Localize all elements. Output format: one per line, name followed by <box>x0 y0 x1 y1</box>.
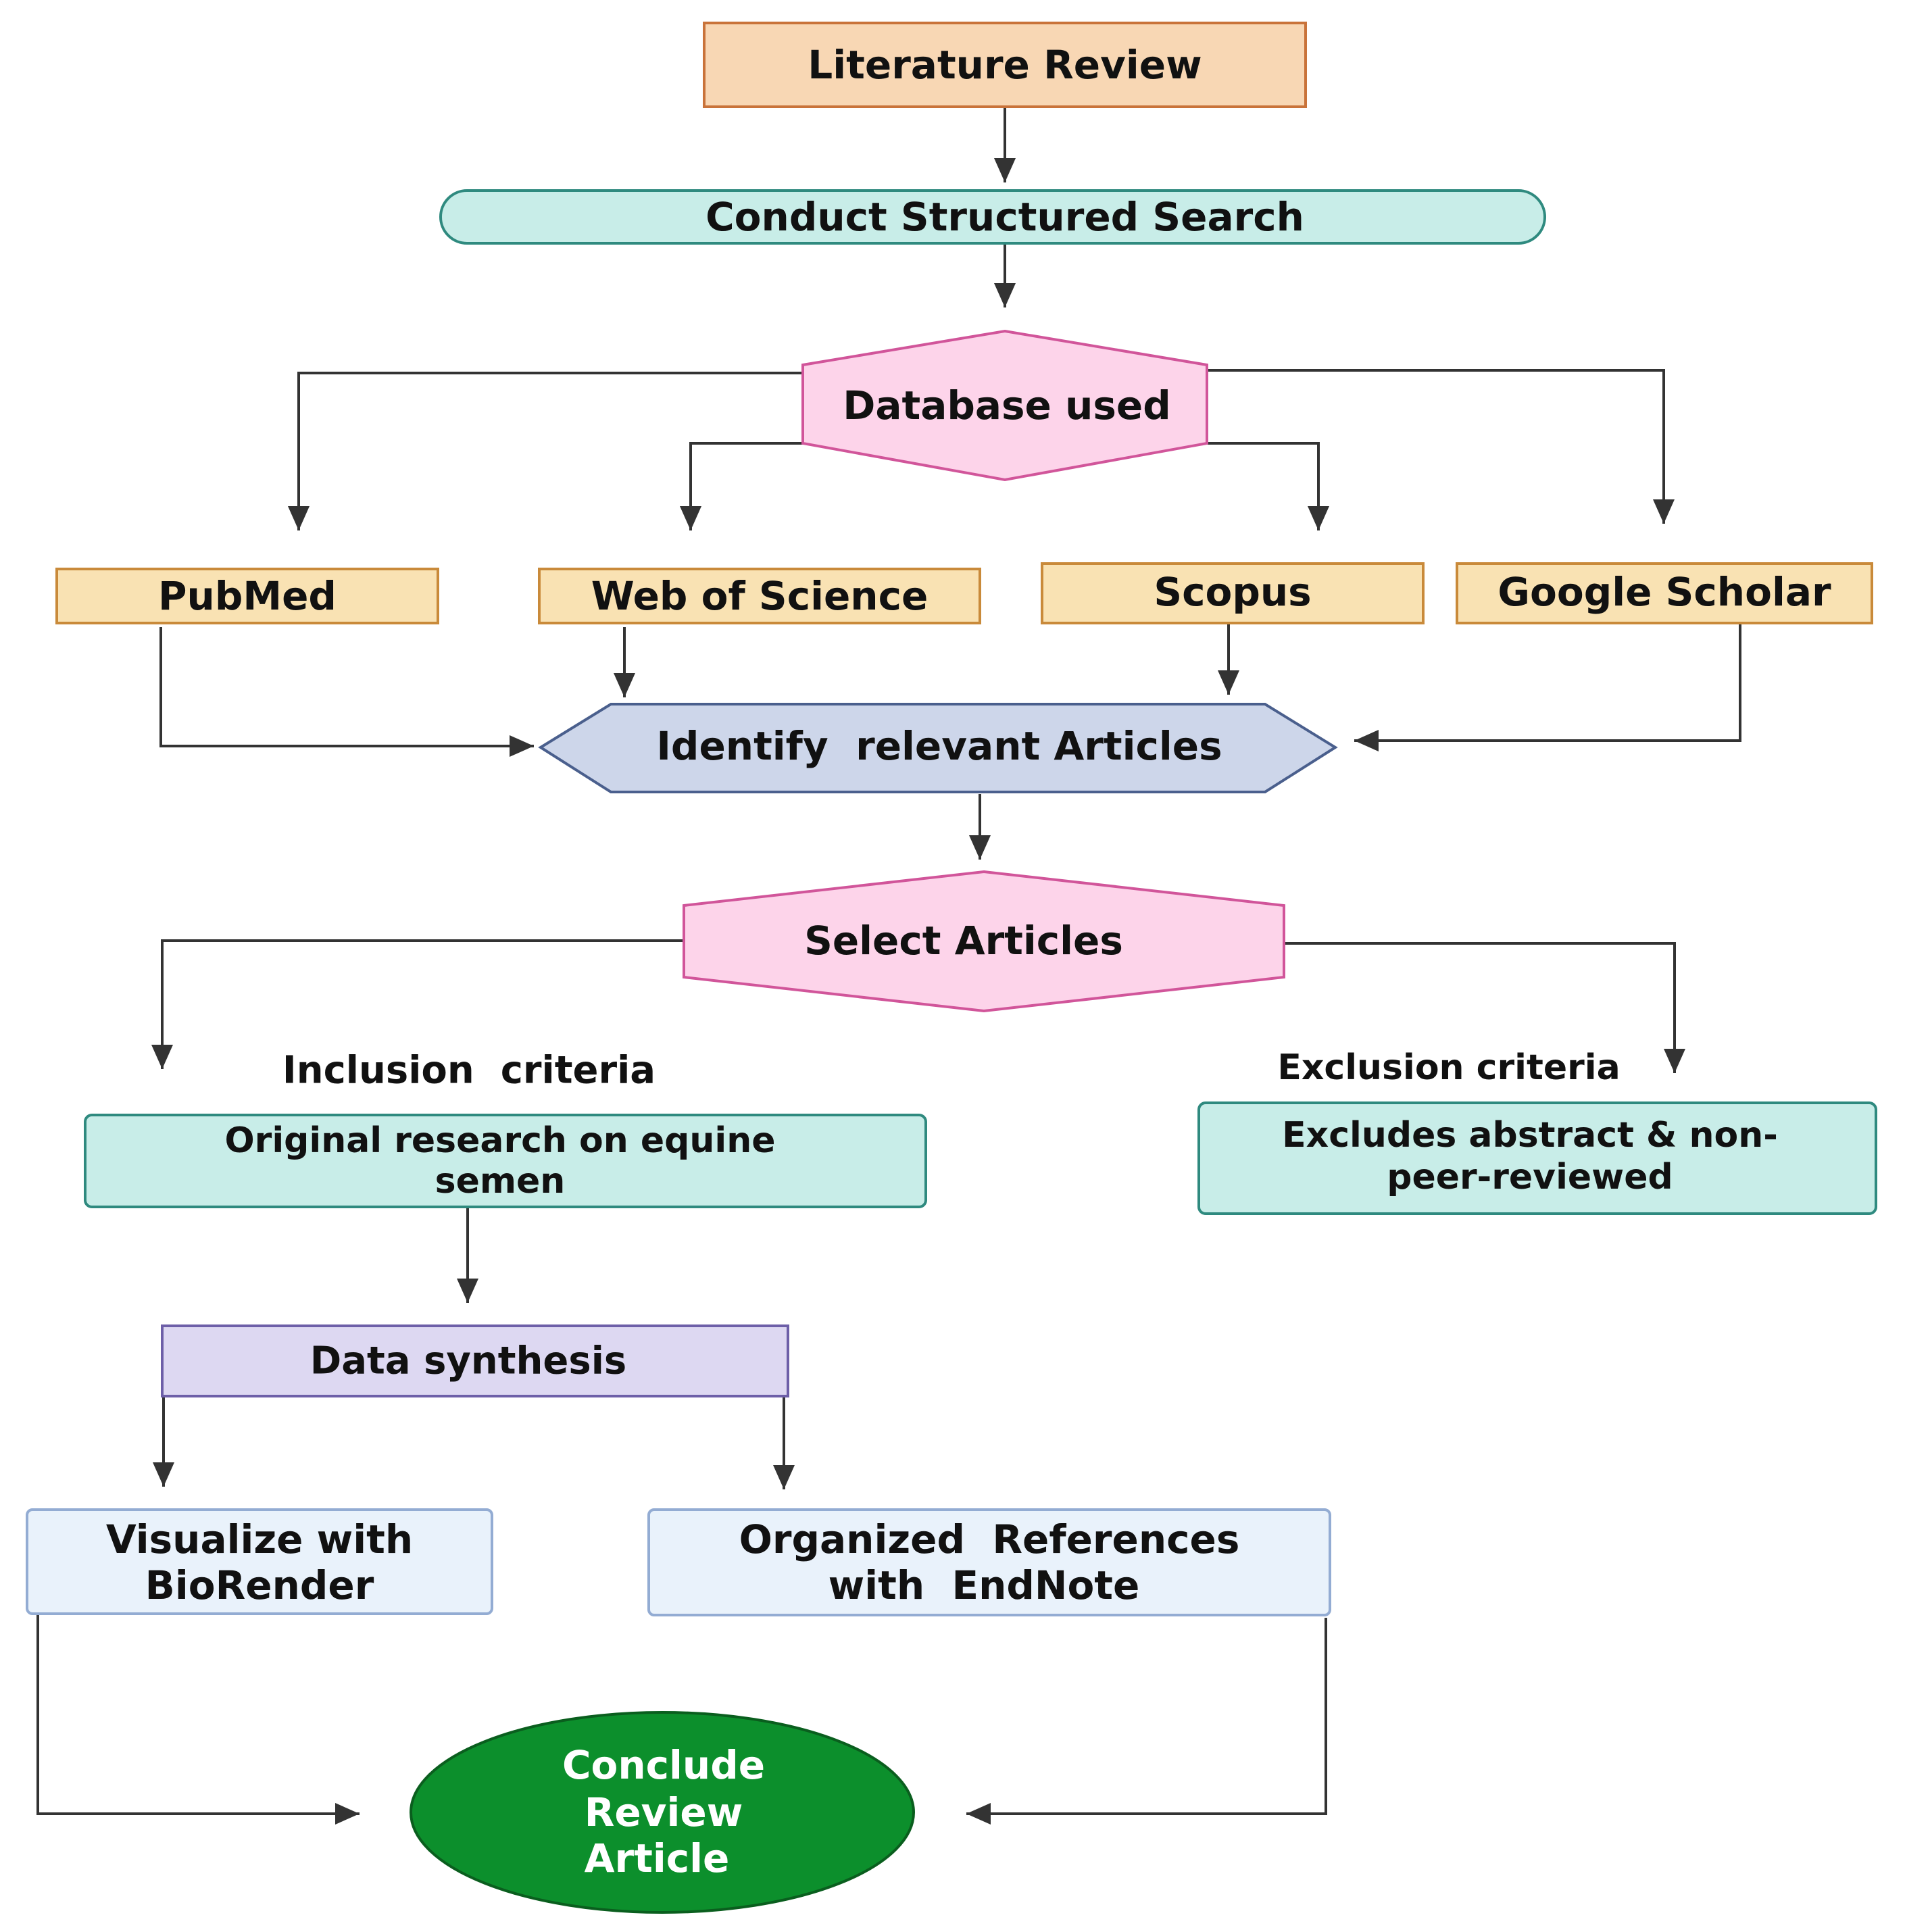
node-literature-review: Literature Review <box>703 22 1307 108</box>
data-synthesis-label: Data synthesis <box>310 1339 627 1383</box>
node-data-synthesis: Data synthesis <box>161 1324 789 1397</box>
database-used-label: Database used <box>843 382 1171 428</box>
pubmed-box <box>55 568 439 624</box>
inclusion-criteria-line-2: semen <box>435 1161 566 1202</box>
node-web-of-science: Web of Science <box>538 568 981 624</box>
node-select-articles: Select Articles <box>683 870 1285 1013</box>
node-organized-references: Organized References with EndNote <box>647 1508 1331 1616</box>
conclude-line-1: Conclude <box>562 1742 765 1788</box>
visualize-line-2: BioRender <box>145 1562 374 1608</box>
node-inclusion-criteria: Original research on equine semen <box>84 1114 927 1208</box>
node-pubmed: PubMed <box>55 568 439 624</box>
identify-articles-label: Identify relevant Articles <box>656 723 1222 769</box>
inclusion-criteria-line-1: Original research on equine <box>224 1120 775 1161</box>
visualize-line-1: Visualize with <box>106 1516 413 1562</box>
conclude-line-3: Article <box>585 1835 730 1881</box>
node-identify-articles: Identify relevant Articles <box>538 703 1338 793</box>
select-articles-label: Select Articles <box>804 918 1123 964</box>
scopus-box <box>1041 562 1425 624</box>
arrow-select-to-exclusion <box>1284 942 1685 1073</box>
arrow-google-scholar-to-identify <box>1354 624 1741 751</box>
inclusion-criteria-box <box>84 1114 927 1208</box>
literature-review-box <box>703 22 1307 108</box>
node-exclusion-criteria: Excludes abstract & non- peer-reviewed <box>1197 1101 1877 1215</box>
arrow-database-to-pubmed <box>288 372 803 530</box>
structured-search-box <box>439 189 1546 245</box>
connectors <box>36 108 1741 1825</box>
conclude-line-2: Review <box>585 1789 743 1835</box>
google-scholar-box <box>1456 562 1873 624</box>
identify-articles-hexagon <box>538 703 1338 793</box>
literature-review-label: Literature Review <box>808 42 1202 88</box>
references-line-1: Organized References <box>739 1516 1240 1562</box>
node-structured-search: Conduct Structured Search <box>439 189 1546 245</box>
arrow-references-to-conclude <box>966 1618 1327 1825</box>
exclusion-criteria-heading: Exclusion criteria <box>1277 1047 1620 1088</box>
arrow-database-to-web-of-science <box>680 442 818 530</box>
references-line-2: with EndNote <box>828 1562 1140 1608</box>
visualize-biorender-box <box>26 1508 493 1615</box>
pubmed-label: PubMed <box>158 573 337 619</box>
conclude-ellipse <box>410 1711 915 1914</box>
arrow-pubmed-to-identify <box>159 627 534 757</box>
select-articles-hexagon <box>683 870 1285 1013</box>
scopus-label: Scopus <box>1154 569 1311 615</box>
node-visualize-biorender: Visualize with BioRender <box>26 1508 493 1615</box>
data-synthesis-box <box>161 1324 789 1397</box>
node-google-scholar: Google Scholar <box>1456 562 1873 624</box>
exclusion-criteria-line-1: Excludes abstract & non- <box>1282 1115 1778 1156</box>
inclusion-criteria-heading: Inclusion criteria <box>282 1049 655 1093</box>
structured-search-label: Conduct Structured Search <box>706 194 1304 240</box>
arrow-database-to-scopus <box>1192 442 1329 530</box>
node-scopus: Scopus <box>1041 562 1425 624</box>
node-database-used: Database used <box>801 329 1208 482</box>
organized-references-box <box>647 1508 1331 1616</box>
node-conclude-review-article: Conclude Review Article <box>410 1711 915 1914</box>
exclusion-criteria-line-2: peer-reviewed <box>1387 1157 1673 1197</box>
web-of-science-label: Web of Science <box>591 573 929 619</box>
database-used-hexagon <box>801 329 1208 482</box>
arrow-database-to-google-scholar <box>1207 369 1675 524</box>
web-of-science-box <box>538 568 981 624</box>
exclusion-criteria-box <box>1197 1101 1877 1215</box>
google-scholar-label: Google Scholar <box>1498 569 1831 615</box>
arrow-visualize-to-conclude <box>36 1614 360 1825</box>
arrow-select-to-inclusion <box>151 939 684 1069</box>
